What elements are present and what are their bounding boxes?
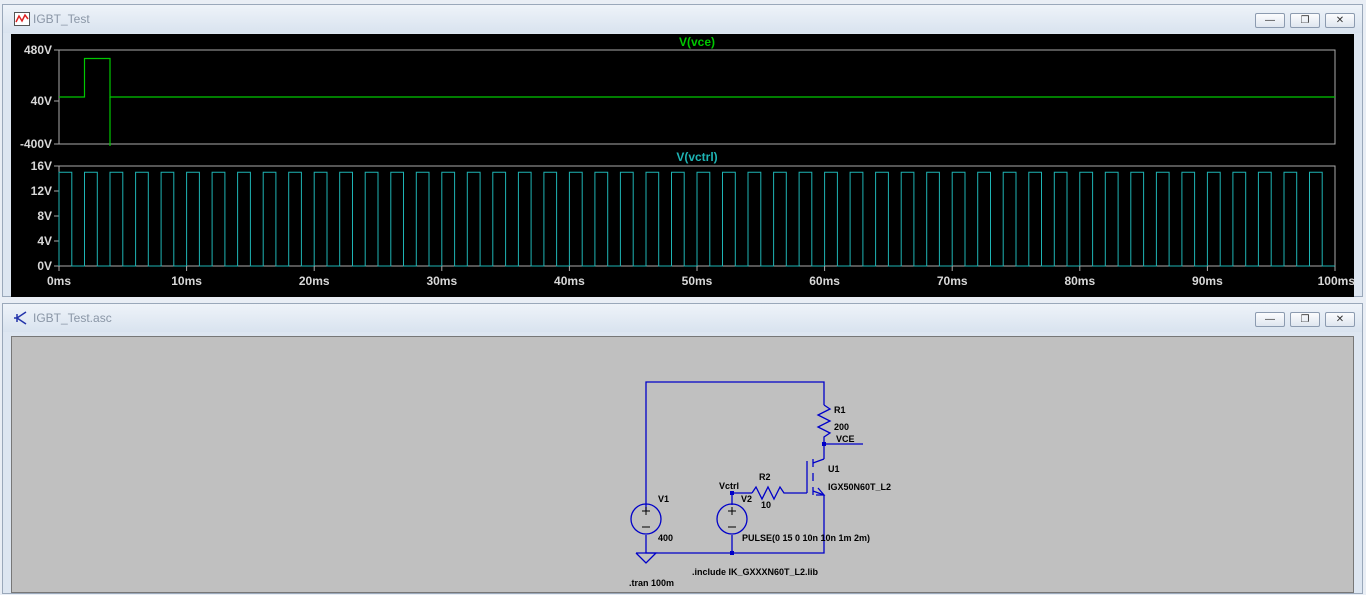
igbt-u1-symbol[interactable] [806, 458, 826, 496]
vctrl-plot-title: V(vctrl) [676, 150, 717, 164]
waveform-window[interactable]: IGBT_Test — ❐ ✕ V(vce) 480V 40V -400V V(… [2, 4, 1363, 297]
minimize-button[interactable]: — [1255, 13, 1285, 28]
waveform-app-icon [14, 12, 30, 26]
close-button[interactable]: ✕ [1325, 13, 1355, 28]
xtick-label: 10ms [171, 274, 202, 288]
vce-ytick: 480V [24, 43, 52, 57]
vctrl-trace [58, 171, 1335, 267]
xtick-label: 30ms [426, 274, 457, 288]
waveform-plot-area[interactable]: V(vce) 480V 40V -400V V(vctrl) 16V 12V 8V 4… [11, 34, 1356, 297]
xtick-label: 50ms [682, 274, 713, 288]
vce-plot-title: V(vce) [679, 35, 715, 49]
schematic-window[interactable]: IGBT_Test.asc — ❐ ✕ [2, 303, 1363, 594]
restore-button[interactable]: ❐ [1290, 13, 1320, 28]
xtick-label: 80ms [1064, 274, 1095, 288]
schematic-window-title: IGBT_Test.asc [33, 311, 112, 325]
vctrl-ytick: 0V [37, 259, 52, 273]
junction-dot [822, 442, 826, 446]
v2-name[interactable]: V2 [741, 494, 752, 504]
xtick-label: 40ms [554, 274, 585, 288]
r2-resistor[interactable] [751, 485, 788, 501]
waveform-title-bar[interactable]: IGBT_Test — ❐ ✕ [3, 5, 1362, 33]
ground-icon [635, 552, 658, 564]
include-directive[interactable]: .include IK_GXXXN60T_L2.lib [692, 567, 819, 577]
xtick-label: 20ms [299, 274, 330, 288]
schematic-canvas[interactable]: R1 200 VCE U1 IGX50N60T_L2 R2 10 Vctrl V… [11, 336, 1354, 593]
r2-name[interactable]: R2 [759, 472, 771, 482]
v2-source[interactable] [716, 503, 748, 535]
u1-name[interactable]: U1 [828, 464, 840, 474]
junction-dot [730, 551, 734, 555]
xtick-label: 60ms [809, 274, 840, 288]
r1-value[interactable]: 200 [834, 422, 849, 432]
v1-name[interactable]: V1 [658, 494, 669, 504]
r1-resistor[interactable] [816, 404, 832, 444]
vce-net-label[interactable]: VCE [836, 434, 855, 444]
vctrl-series-line [58, 171, 1335, 267]
schematic-app-icon [14, 311, 27, 325]
vctrl-ytick: 16V [31, 159, 52, 173]
vce-ytick: 40V [31, 94, 52, 108]
v1-source[interactable] [630, 503, 662, 535]
vctrl-ytick: 8V [37, 209, 52, 223]
vctrl-net-label[interactable]: Vctrl [719, 481, 739, 491]
r2-value[interactable]: 10 [761, 500, 771, 510]
vce-series-line [59, 57, 1335, 98]
close-button[interactable]: ✕ [1325, 312, 1355, 327]
vctrl-ytick: 4V [37, 234, 52, 248]
wire-top-loop[interactable] [645, 381, 825, 511]
wire-emitter-return[interactable] [732, 495, 825, 554]
xtick-label: 100ms [1318, 274, 1356, 288]
tran-directive[interactable]: .tran 100m [629, 578, 674, 588]
junction-dot [730, 491, 734, 495]
v1-value[interactable]: 400 [658, 533, 673, 543]
xtick-label: 70ms [937, 274, 968, 288]
v2-value[interactable]: PULSE(0 15 0 10n 10n 1m 2m) [742, 533, 870, 543]
r1-name[interactable]: R1 [834, 405, 846, 415]
waveform-window-title: IGBT_Test [33, 12, 90, 26]
restore-button[interactable]: ❐ [1290, 312, 1320, 327]
vce-trace [59, 57, 1335, 146]
u1-model[interactable]: IGX50N60T_L2 [828, 482, 891, 492]
vce-ytick: -400V [20, 137, 52, 151]
xtick-label: 90ms [1192, 274, 1223, 288]
minimize-button[interactable]: — [1255, 312, 1285, 327]
xtick-label: 0ms [47, 274, 71, 288]
vctrl-ytick: 12V [31, 184, 52, 198]
schematic-title-bar[interactable]: IGBT_Test.asc — ❐ ✕ [3, 304, 1362, 332]
